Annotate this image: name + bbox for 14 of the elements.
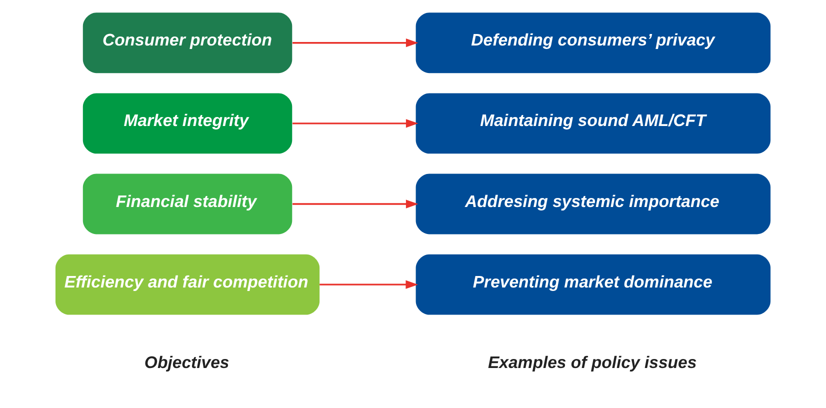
node-box: Market integrity <box>82 93 292 154</box>
node-box: Preventing market dominance <box>416 254 771 315</box>
node-box: Consumer protection <box>82 12 292 74</box>
node-box: Financial stability <box>82 174 292 234</box>
arrow <box>320 280 418 289</box>
node-box: Addresing systemic importance <box>416 174 771 234</box>
node-box: Defending consumers’ privacy <box>416 12 771 74</box>
label: Examples of policy issues <box>488 352 697 372</box>
arrow <box>292 38 418 48</box>
arrow <box>292 200 418 208</box>
node-box: Maintaining sound AML/CFT <box>416 93 771 154</box>
node-box: Efficiency and fair competition <box>55 254 320 315</box>
arrow <box>292 119 418 128</box>
label: Objectives <box>144 352 230 372</box>
